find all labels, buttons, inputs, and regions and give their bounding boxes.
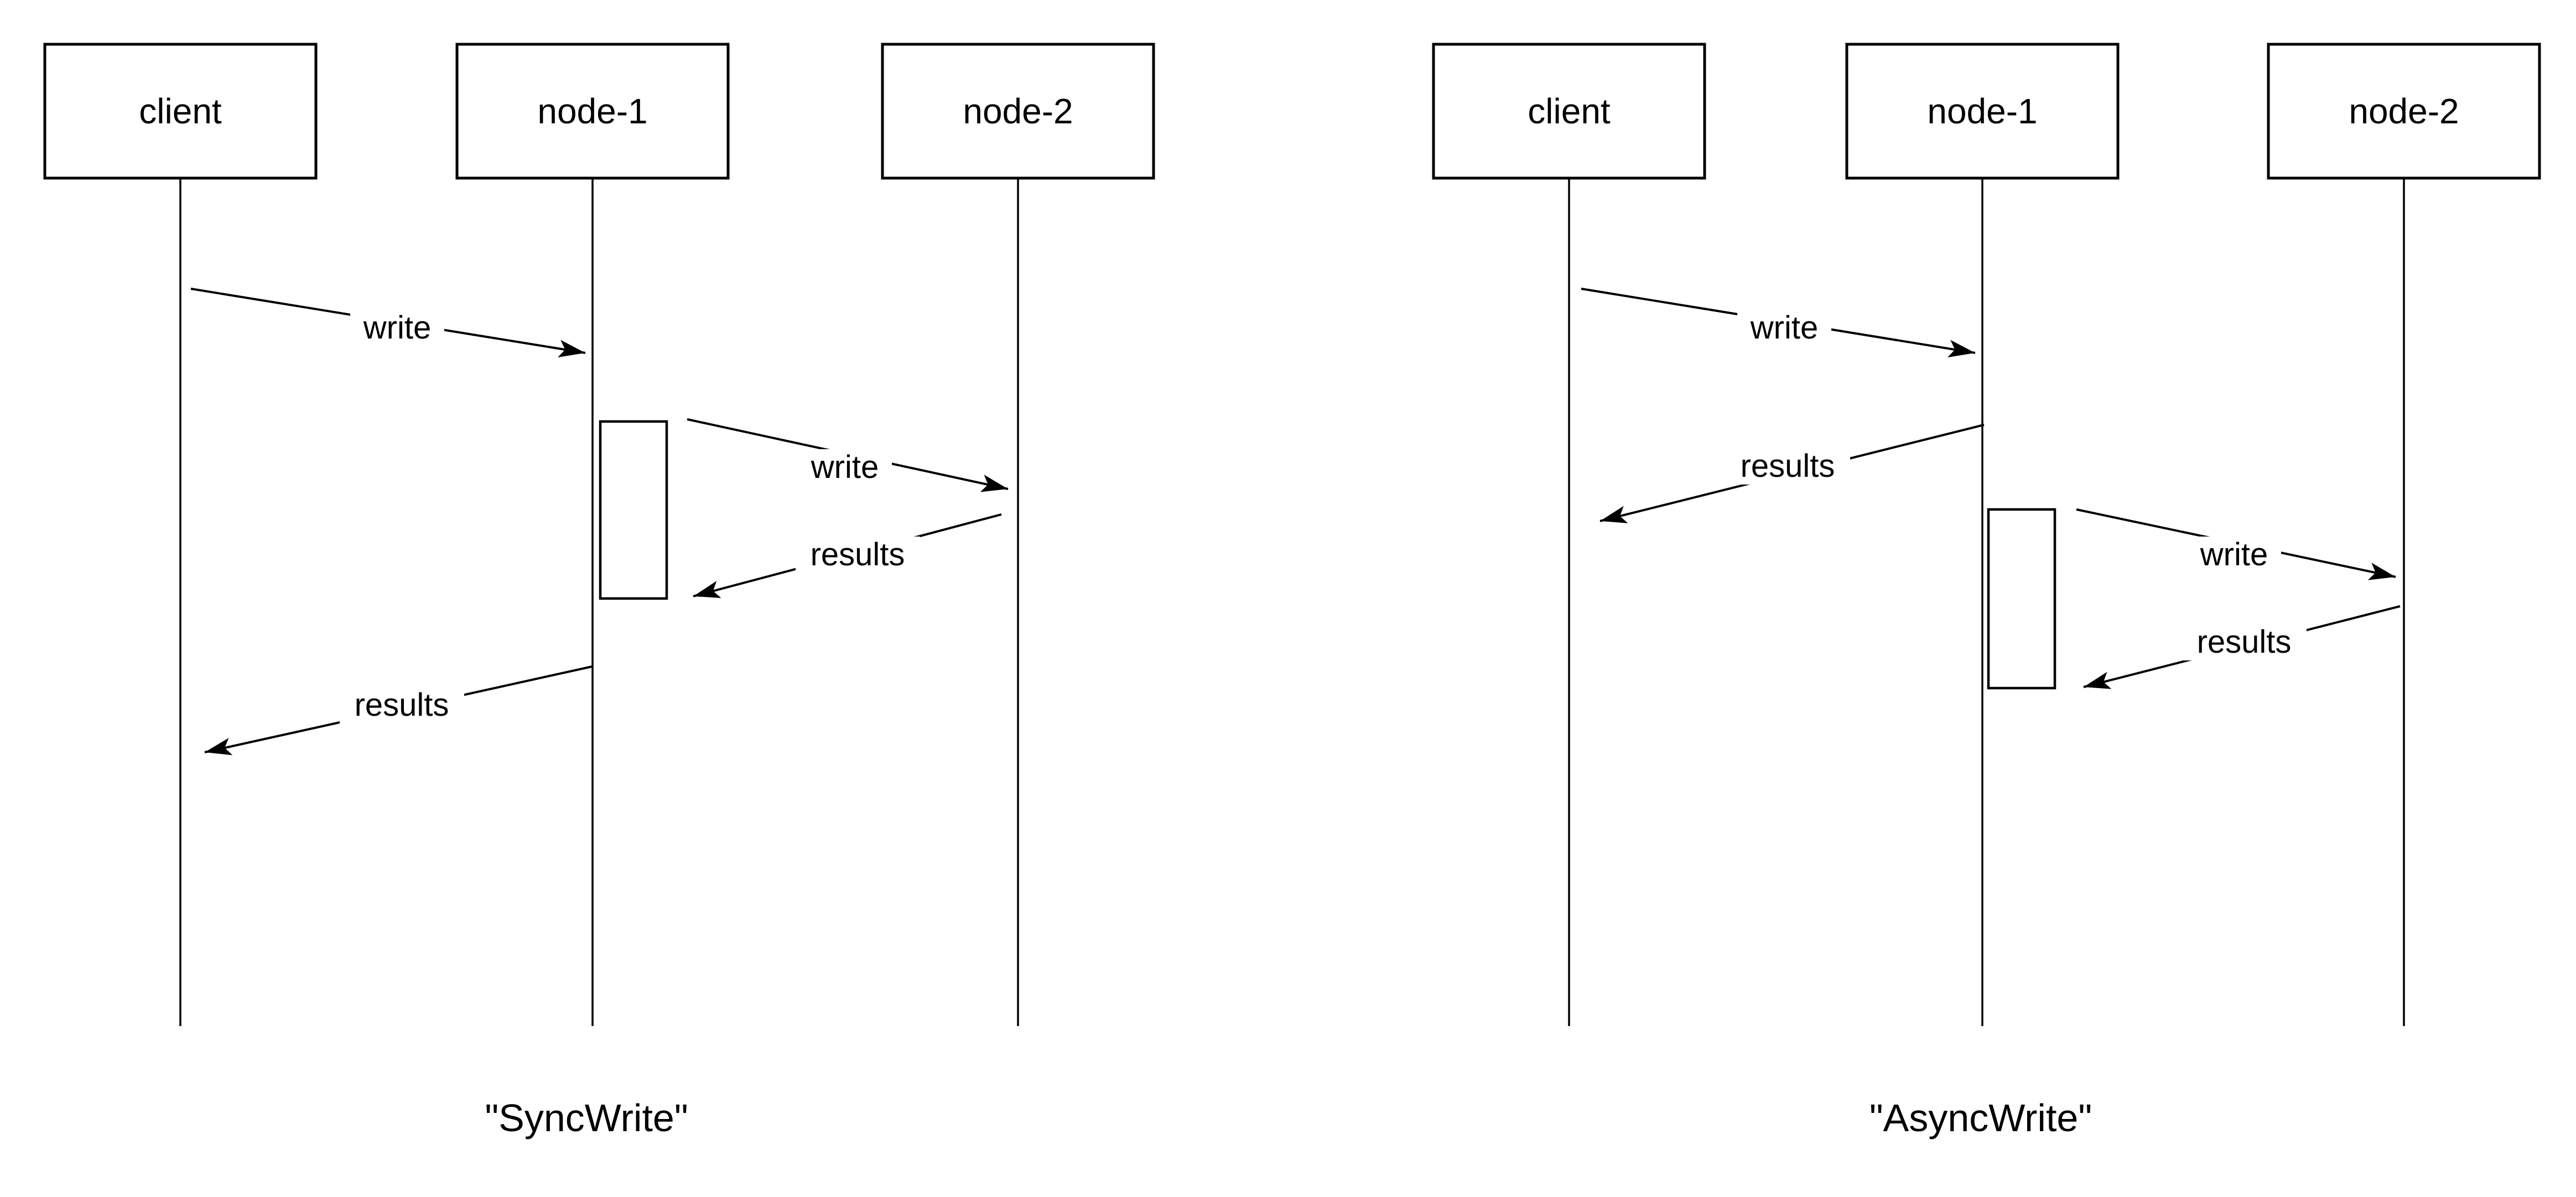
label-mask (2187, 537, 2281, 573)
actor-box-node-1: node-1 (1845, 43, 2120, 180)
diagram-caption-asyncwrite: "AsyncWrite" (1869, 1096, 2092, 1139)
actor-box-client: client (1432, 43, 1706, 180)
message-label-results: results (355, 687, 449, 723)
label-mask (340, 687, 464, 724)
label-mask (1726, 448, 1850, 485)
message-label-write: write (1750, 310, 1818, 346)
activation-bar-node-1 (1987, 508, 2056, 690)
actor-box-client: client (43, 43, 318, 180)
label-mask (798, 449, 892, 486)
actor-box-node-2: node-2 (881, 43, 1155, 180)
message-arrow-results-1: results (693, 513, 1002, 598)
syncwrite-diagram: client node-1 node-2 write write re (43, 43, 1155, 1139)
actor-box-node-1: node-1 (455, 43, 730, 180)
message-label-results: results (2197, 624, 2292, 660)
actor-label-client: client (1528, 91, 1611, 131)
message-arrow-results-2: results (204, 665, 593, 756)
label-mask (2182, 624, 2307, 660)
label-mask (350, 310, 444, 346)
message-arrow-write-2: write (2076, 508, 2396, 580)
actor-label-node-2: node-2 (963, 91, 1073, 131)
activation-bar-node-1 (599, 420, 668, 600)
label-mask (1737, 310, 1831, 346)
message-arrow-write-1: write (190, 288, 586, 358)
label-mask (796, 537, 920, 573)
message-label-results: results (811, 537, 905, 573)
actor-label-node-2: node-2 (2349, 91, 2459, 131)
message-arrow-write-1: write (1581, 288, 1976, 358)
actor-label-node-1: node-1 (1927, 91, 2037, 131)
actor-label-client: client (139, 91, 222, 131)
asyncwrite-diagram: client node-1 node-2 write results (1432, 43, 2541, 1139)
message-label-results: results (1741, 448, 1835, 484)
actor-label-node-1: node-1 (537, 91, 647, 131)
actor-box-node-2: node-2 (2267, 43, 2541, 180)
message-label-write: write (2200, 537, 2268, 573)
message-arrow-results-2: results (2083, 605, 2401, 689)
message-arrow-results-1: results (1599, 424, 1985, 523)
message-label-write: write (363, 310, 431, 346)
diagram-caption-syncwrite: "SyncWrite" (485, 1096, 688, 1139)
message-label-write: write (811, 449, 879, 485)
message-arrow-write-2: write (687, 418, 1009, 492)
